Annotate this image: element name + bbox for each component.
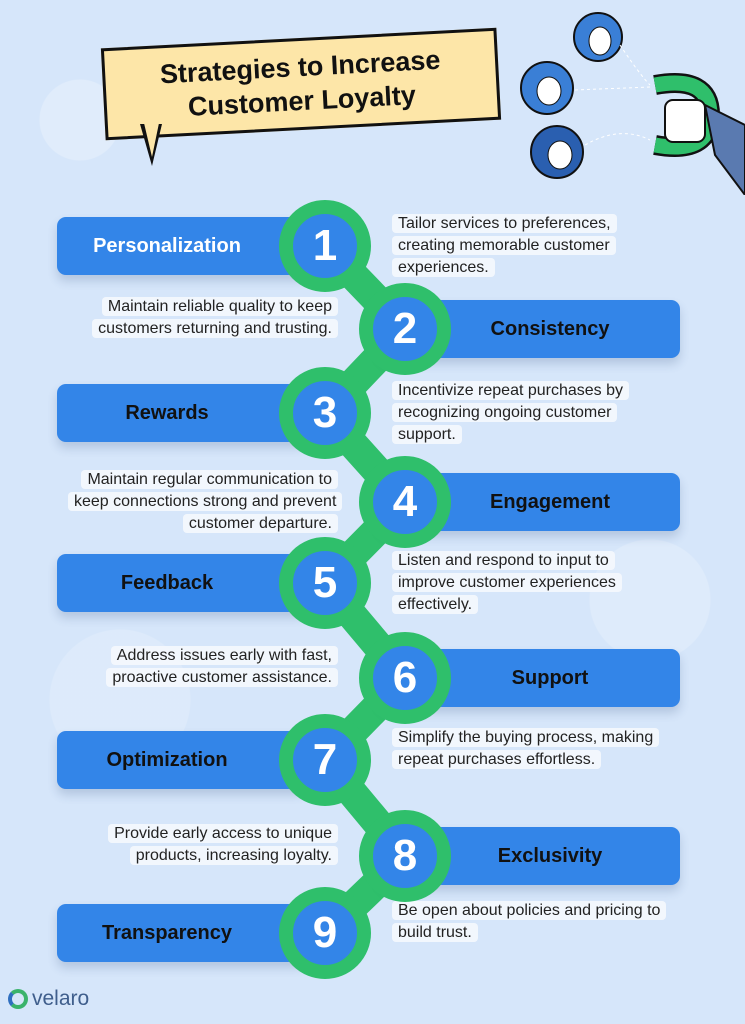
velaro-logo: velaro: [8, 987, 89, 1011]
strategy-description-text: Provide early access to unique products,…: [108, 824, 338, 865]
speech-bubble-tail-fill: [144, 123, 159, 157]
step-number-badge: 3: [279, 367, 371, 459]
strategy-description-text: Maintain regular communication to keep c…: [68, 470, 343, 533]
velaro-logo-icon: [8, 989, 28, 1009]
strategy-description-text: Address issues early with fast, proactiv…: [106, 646, 338, 687]
strategy-description-text: Maintain reliable quality to keep custom…: [92, 297, 338, 338]
strategy-label-feedback: Feedback: [57, 554, 307, 612]
strategy-description-text: Tailor services to preferences, creating…: [392, 214, 617, 277]
strategy-description-text: Be open about policies and pricing to bu…: [392, 901, 667, 942]
strategy-description: Be open about policies and pricing to bu…: [392, 900, 667, 944]
step-number-badge: 8: [359, 810, 451, 902]
strategy-label-personalization: Personalization: [57, 217, 307, 275]
strategy-description-text: Simplify the buying process, making repe…: [392, 728, 660, 769]
strategy-description: Incentivize repeat purchases by recogniz…: [392, 380, 662, 446]
strategy-label-optimization: Optimization: [57, 731, 307, 789]
strategy-label-transparency: Transparency: [57, 904, 307, 962]
strategy-description: Maintain regular communication to keep c…: [68, 469, 343, 535]
strategy-description: Address issues early with fast, proactiv…: [68, 645, 338, 689]
strategy-description: Tailor services to preferences, creating…: [392, 213, 662, 279]
step-number-badge: 2: [359, 283, 451, 375]
step-number-badge: 7: [279, 714, 371, 806]
step-number-badge: 9: [279, 887, 371, 979]
strategy-description-text: Incentivize repeat purchases by recogniz…: [392, 381, 630, 444]
strategy-description-text: Listen and respond to input to improve c…: [392, 551, 622, 614]
brand-name: velaro: [32, 987, 90, 1010]
strategy-description: Maintain reliable quality to keep custom…: [68, 296, 338, 340]
strategy-label-rewards: Rewards: [57, 384, 307, 442]
step-number-badge: 6: [359, 632, 451, 724]
step-number-badge: 4: [359, 456, 451, 548]
step-number-badge: 5: [279, 537, 371, 629]
strategy-description: Listen and respond to input to improve c…: [392, 550, 662, 616]
magnet-attracting-customers-illustration: [520, 12, 745, 195]
step-number-badge: 1: [279, 200, 371, 292]
strategy-description: Provide early access to unique products,…: [68, 823, 338, 867]
strategy-description: Simplify the buying process, making repe…: [392, 727, 662, 771]
